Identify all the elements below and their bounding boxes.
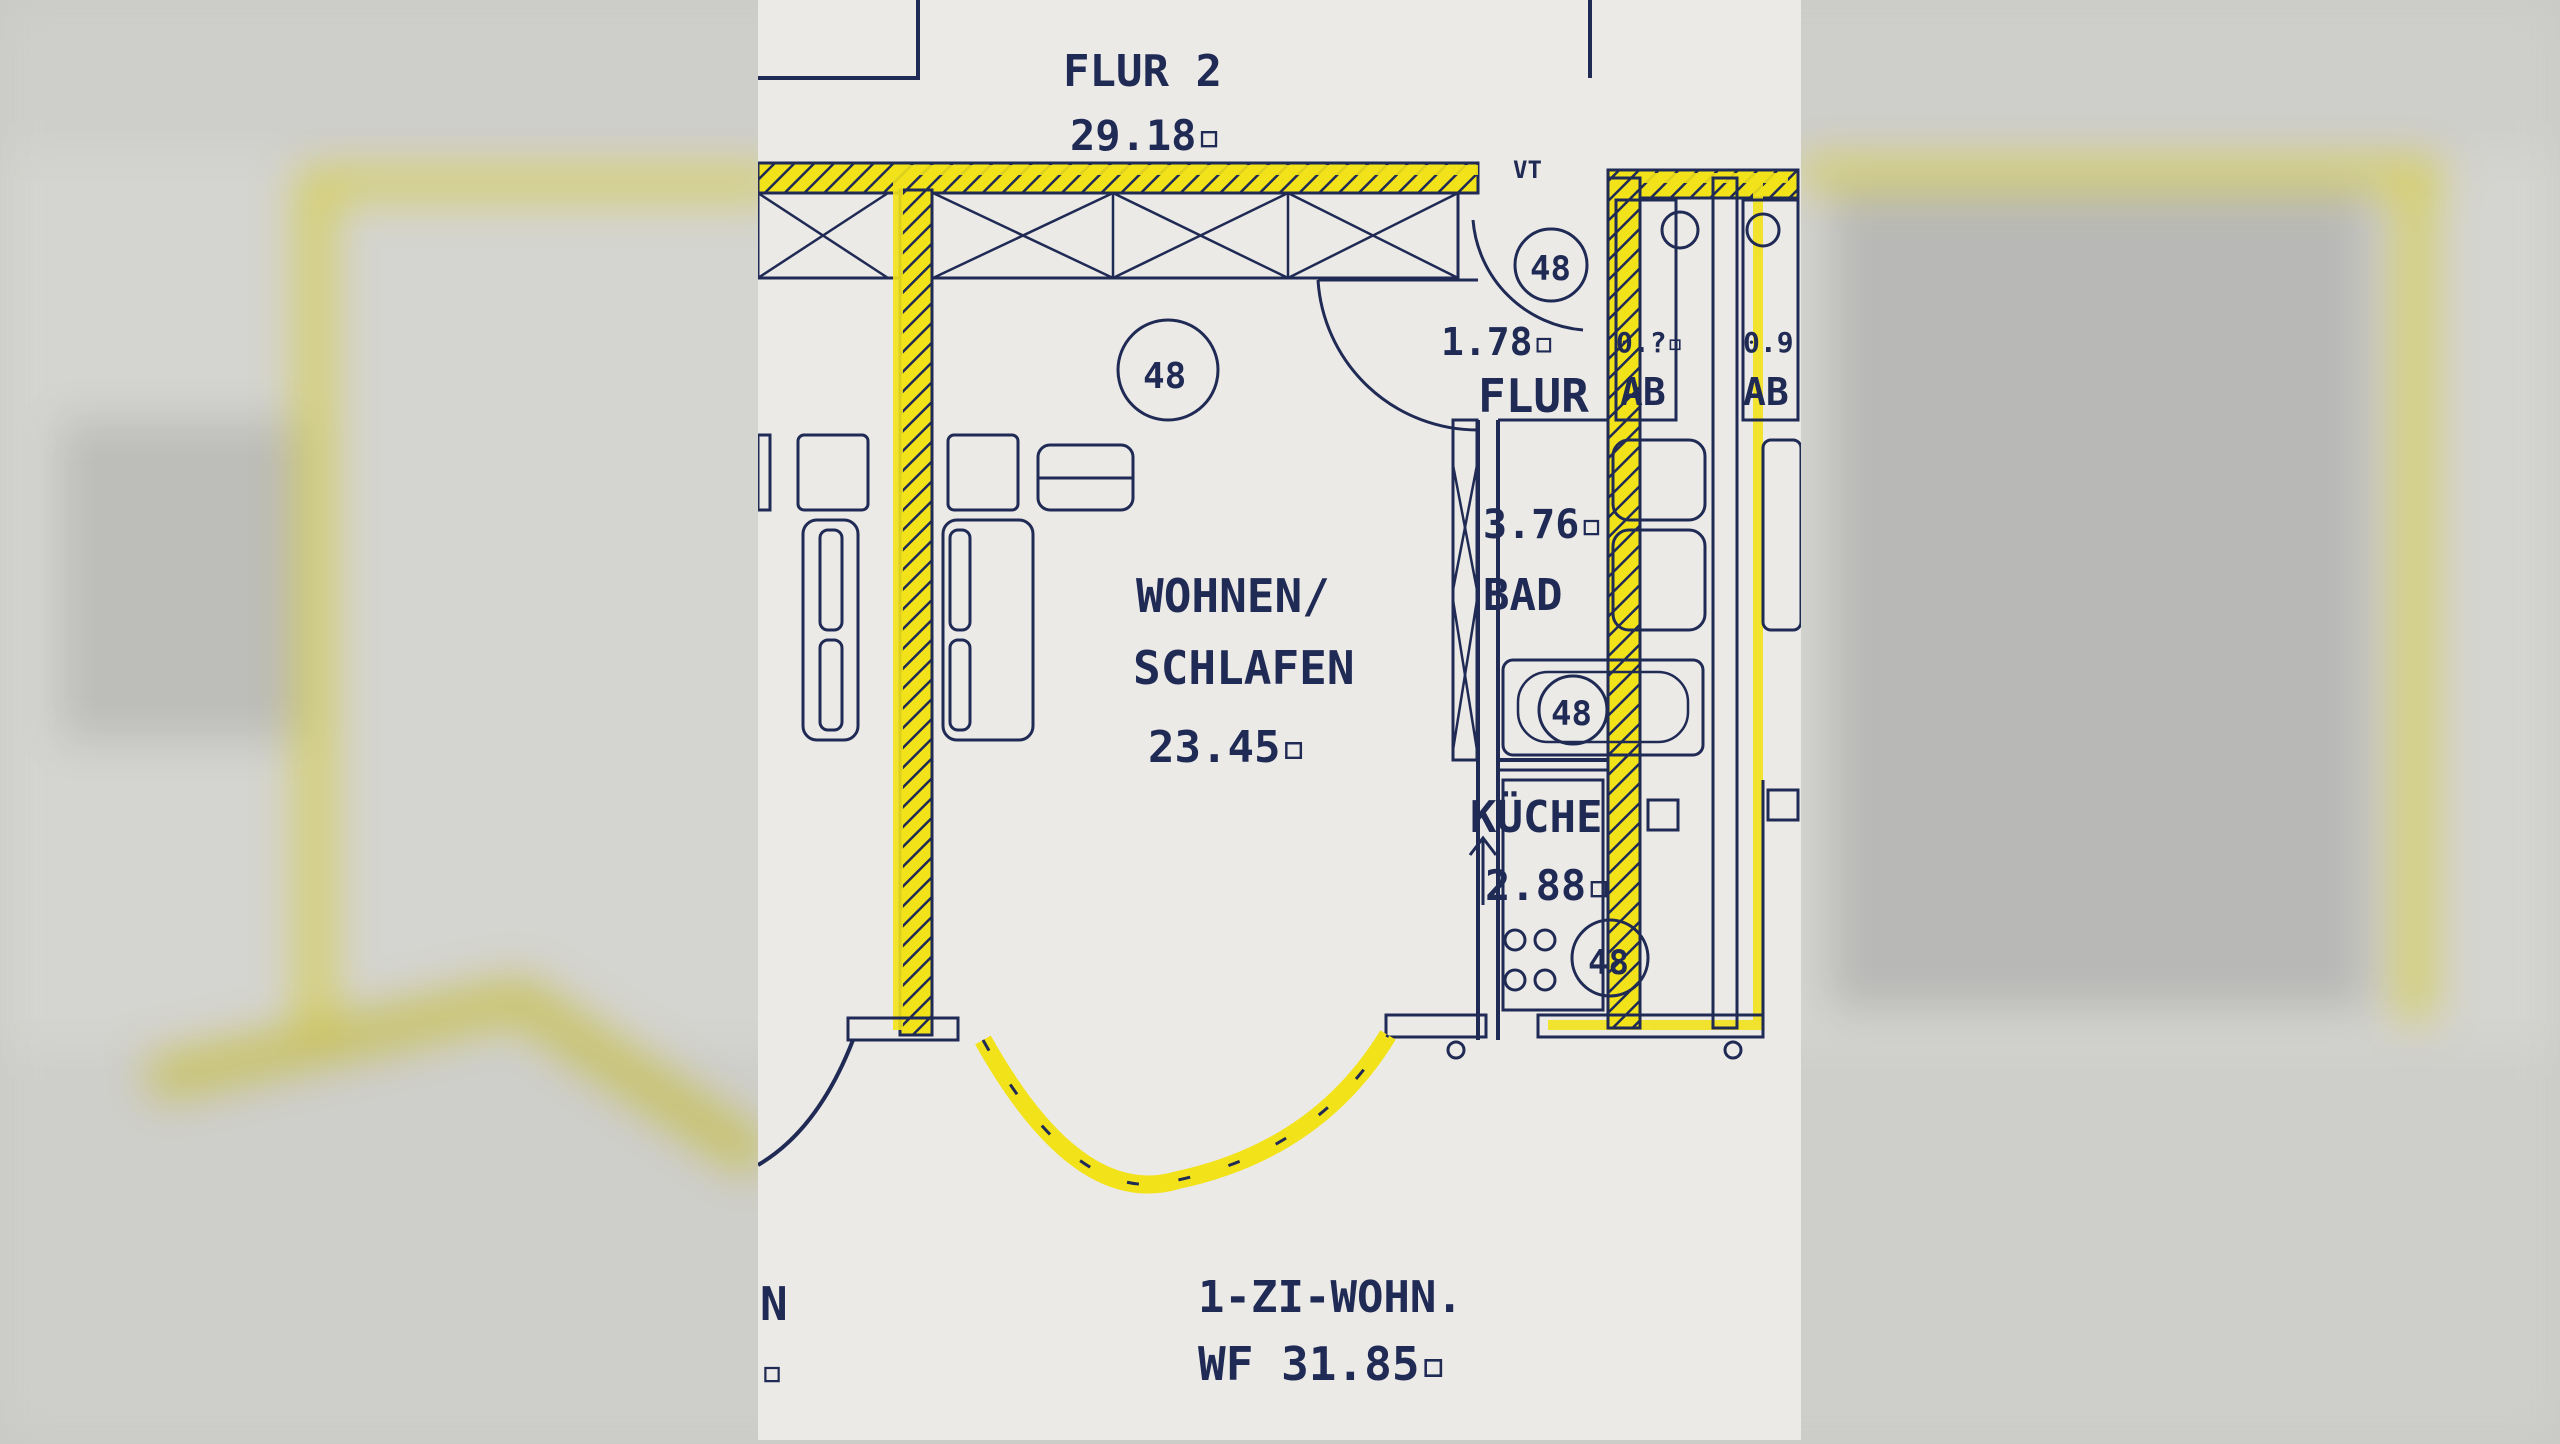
marker-ab-right: AB: [1743, 370, 1789, 414]
room-label-flur: FLUR: [1478, 369, 1589, 423]
marker-small-area-left: 0.?▫: [1616, 326, 1683, 359]
room-area-flur2: 29.18▫: [1070, 111, 1222, 160]
marker-small-area-right: 0.9: [1743, 326, 1794, 359]
room-label-wohnen-line2: SCHLAFEN: [1133, 641, 1355, 695]
room-label-bad: BAD: [1483, 570, 1562, 621]
partial-left-label: N: [760, 1277, 788, 1331]
floor-plan-labels: FLUR 2 29.18▫ WOHNEN/ SCHLAFEN 23.45▫ 1.…: [760, 46, 1794, 1395]
circled-number-kitchen: 48: [1588, 943, 1629, 983]
room-label-flur2: FLUR 2: [1063, 46, 1222, 97]
marker-ab-left: AB: [1620, 370, 1666, 414]
circled-number-living: 48: [1143, 356, 1186, 397]
floor-plan-drawing: [758, 0, 1801, 1194]
unit-floor-area: WF 31.85▫: [1198, 1337, 1447, 1391]
circled-number-bath: 48: [1551, 694, 1592, 734]
partial-left-sub: ▫: [760, 1349, 784, 1395]
circled-number-hall: 48: [1530, 249, 1571, 289]
unit-type-label: 1-ZI-WOHN.: [1198, 1272, 1463, 1323]
marker-vt: VT: [1513, 156, 1542, 184]
room-area-flur: 1.78▫: [1441, 320, 1555, 364]
room-label-wohnen-line1: WOHNEN/: [1136, 569, 1330, 623]
room-area-kueche: 2.88▫: [1485, 861, 1611, 910]
room-label-kueche: KÜCHE: [1470, 790, 1602, 843]
room-area-bad: 3.76▫: [1483, 502, 1603, 548]
room-area-wohnen: 23.45▫: [1148, 722, 1307, 773]
floor-plan: FLUR 2 29.18▫ WOHNEN/ SCHLAFEN 23.45▫ 1.…: [758, 0, 1801, 1440]
